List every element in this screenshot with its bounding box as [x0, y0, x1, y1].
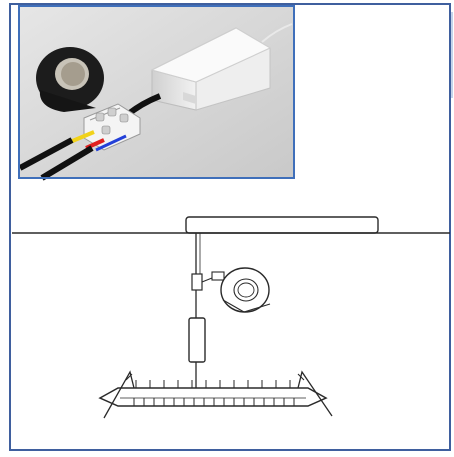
spring-clip-left: [103, 370, 135, 419]
cable-left-2: [40, 145, 94, 181]
led-driver-box-icon: [150, 27, 272, 111]
cable-left-1: [18, 137, 74, 171]
blue-wire: [95, 134, 127, 152]
photo-inset: [18, 5, 295, 181]
driver-box: [188, 317, 206, 363]
photo-border: [18, 5, 295, 179]
spring-clip-right: [297, 370, 333, 417]
downlight-panel-icon: [98, 380, 328, 407]
panel-teeth: [135, 380, 291, 388]
yellow-wire: [69, 130, 95, 144]
electrical-tape-icon: [36, 47, 104, 112]
ceiling-opening: [185, 216, 379, 234]
installation-line-diagram: [12, 216, 450, 419]
edge-mark: [451, 12, 453, 98]
cable-connector: [191, 273, 203, 291]
tape-roll-icon: [220, 267, 271, 313]
thin-wire: [261, 23, 293, 43]
panel-fins: [133, 398, 295, 406]
